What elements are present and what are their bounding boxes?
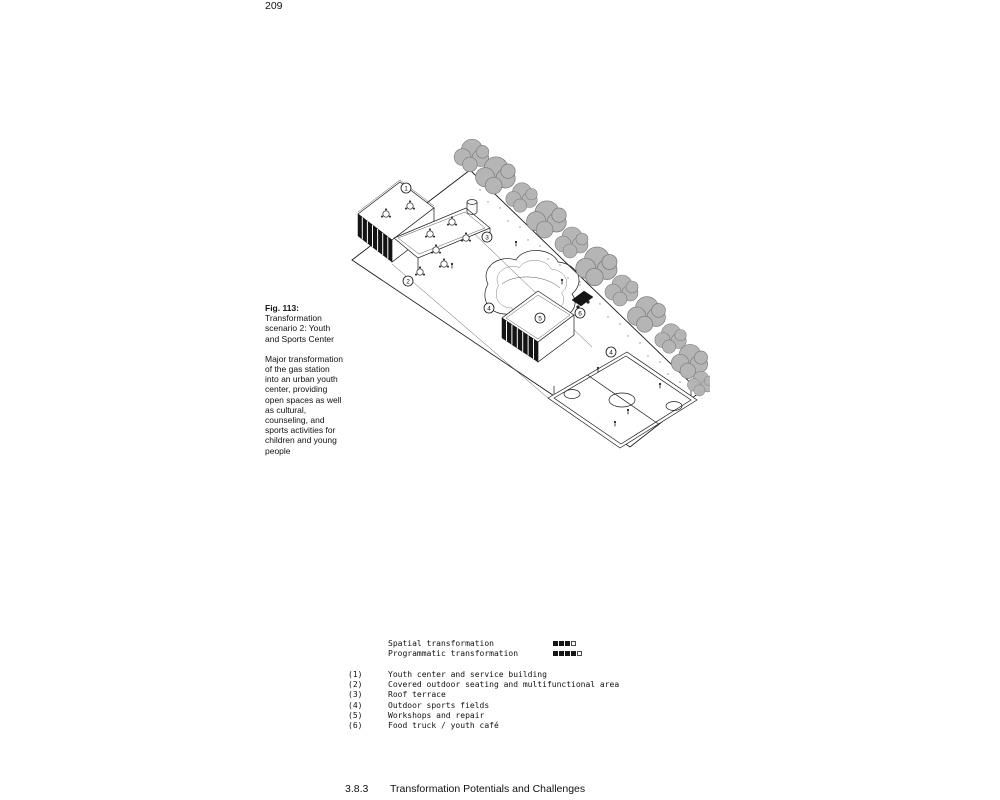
legend-item-number: (6): [348, 720, 363, 730]
legend-items: (1) Youth center and service building (2…: [348, 669, 668, 730]
legend-item: (6) Food truck / youth café: [348, 720, 668, 730]
rating-squares: [553, 640, 576, 646]
legend-item-number: (4): [348, 700, 363, 710]
isometric-figure-svg: 1 2 3 4 5 6 4: [351, 138, 715, 449]
rating-label: Spatial transformation: [388, 638, 494, 648]
building-youth-center: [357, 179, 435, 263]
marker-6: 6: [574, 307, 586, 319]
svg-text:3: 3: [485, 234, 489, 241]
legend-item-number: (1): [348, 669, 363, 679]
legend-item-label: Covered outdoor seating and multifunctio…: [388, 680, 620, 690]
marker-4a: 4: [483, 302, 495, 314]
section-title: Transformation Potentials and Challenges: [390, 783, 586, 795]
section-number: 3.8.3: [345, 783, 369, 795]
section-footer: 3.8.3 Transformation Potentials and Chal…: [345, 783, 585, 795]
legend-item: (2) Covered outdoor seating and multifun…: [348, 680, 668, 690]
svg-text:5: 5: [538, 315, 542, 322]
skate-bowl: [484, 249, 580, 327]
legend-item-label: Youth center and service building: [388, 669, 547, 679]
rating-squares: [553, 650, 582, 656]
svg-text:2: 2: [406, 278, 410, 285]
legend-item-number: (2): [348, 680, 363, 690]
rating-row-spatial: Spatial transformation: [348, 638, 668, 648]
marker-5: 5: [534, 312, 546, 324]
page-number: 209: [265, 0, 283, 12]
marker-4b: 4: [605, 346, 617, 358]
figure-caption: Fig. 113: Transformation scenario 2: You…: [265, 303, 343, 456]
legend-item: (4) Outdoor sports fields: [348, 700, 668, 710]
svg-text:4: 4: [609, 349, 613, 356]
legend: Spatial transformation Programmatic tran…: [348, 638, 668, 731]
legend-item: (1) Youth center and service building: [348, 669, 668, 679]
svg-text:4: 4: [487, 305, 491, 312]
legend-item-label: Roof terrace: [388, 690, 446, 700]
caption-fig-title: Transformation scenario 2: Youth and Spo…: [265, 313, 334, 344]
legend-item: (3) Roof terrace: [348, 690, 668, 700]
caption-body: Major transformation of the gas station …: [265, 353, 343, 456]
caption-fig-label: Fig. 113:: [265, 303, 300, 313]
svg-text:1: 1: [404, 185, 408, 192]
isometric-figure: 1 2 3 4 5 6 4: [330, 122, 715, 478]
marker-1: 1: [400, 182, 412, 194]
rating-row-programmatic: Programmatic transformation: [348, 648, 668, 658]
marker-2: 2: [402, 275, 414, 287]
legend-item-number: (5): [348, 710, 363, 720]
rating-label: Programmatic transformation: [388, 648, 519, 658]
legend-item-label: Workshops and repair: [388, 710, 485, 720]
transformation-ratings: Spatial transformation Programmatic tran…: [348, 638, 668, 658]
marker-3: 3: [481, 231, 493, 243]
legend-item-label: Outdoor sports fields: [388, 700, 490, 710]
legend-item: (5) Workshops and repair: [348, 710, 668, 720]
legend-item-number: (3): [348, 690, 363, 700]
svg-text:6: 6: [578, 310, 582, 317]
legend-item-label: Food truck / youth café: [388, 720, 499, 730]
